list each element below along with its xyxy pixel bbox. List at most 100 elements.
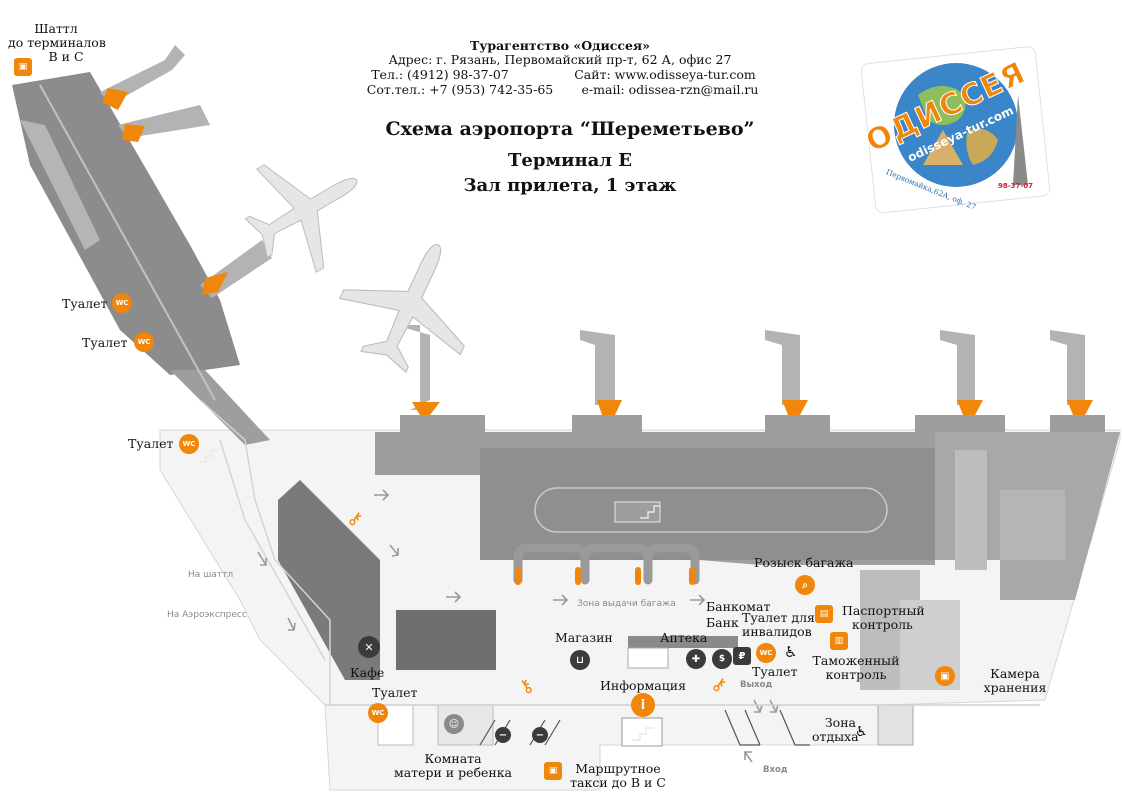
taxi-line2: такси до В и С [570, 775, 666, 790]
pharmacy-counter [628, 636, 738, 648]
diagonal-pier-side [20, 120, 100, 250]
baggage-search-icon: ⌕ [795, 575, 815, 595]
no-entry-icon: − [495, 727, 511, 743]
storage-line2: хранения [983, 680, 1047, 695]
wc-icon: WC [134, 332, 154, 352]
baggage-search-label: Розыск багажа [754, 555, 854, 570]
cafe-label: Кафе [350, 665, 385, 680]
agency-site: Сайт: www.odisseya-tur.com [574, 67, 756, 82]
entrance-label: Вход [763, 765, 788, 775]
rest-line2: отдыха [812, 729, 859, 744]
storage-icon: ▣ [935, 666, 955, 686]
toilet-label-1: Туалет [62, 296, 108, 311]
west-passage [199, 399, 331, 705]
wc-icon: WC [756, 643, 776, 663]
pharmacy-label: Аптека [660, 630, 708, 645]
bank-label: Банк [706, 615, 739, 630]
carousel-markers [515, 567, 695, 585]
plane-2 [322, 216, 499, 391]
bus-icon: ▣ [544, 762, 562, 780]
rest-disabled-icon: ♿ [855, 724, 868, 740]
shop-label: Магазин [555, 630, 613, 645]
wc-icon: WC [179, 434, 199, 454]
agency-mobile: Сот.тел.: +7 (953) 742-35-65 [366, 82, 554, 97]
wc-icon: WC [368, 703, 388, 723]
agency-phone: Тел.: (4912) 98-37-07 [371, 67, 509, 82]
toilet-label-2: Туалет [82, 335, 128, 350]
diagonal-pier [12, 72, 240, 375]
escalator-block [614, 501, 661, 523]
mother-line2: матери и ребенка [393, 765, 513, 780]
baggage-zone-label: Зона выдачи багажа [577, 599, 676, 609]
cafe-icon: ✕ [358, 636, 380, 658]
taxi-line1: Маршрутное [575, 761, 661, 776]
passport-icon: ▤ [815, 605, 833, 623]
reclaim-belt-loop [534, 487, 888, 533]
info-label: Информация [600, 678, 686, 693]
carousels [513, 543, 700, 585]
toilet-label-3: Туалет [128, 436, 174, 451]
info-escalator [621, 717, 663, 747]
no-entry-icon: − [532, 727, 548, 743]
exit-label: Выход [740, 680, 773, 690]
shuttle-line3: В и С [48, 49, 84, 64]
customs-label: Таможенный контроль [808, 654, 904, 682]
shuttle-label: Шаттл до терминалов В и С [8, 21, 106, 64]
rest-line1: Зона [824, 715, 856, 730]
pharmacy-icon: ✚ [686, 649, 706, 669]
storage-line1: Камера [990, 666, 1040, 681]
toilet-disabled-line1: Туалет для [742, 610, 815, 625]
exit-barriers [479, 709, 810, 746]
shop-basket-icon: ⊔ [570, 650, 590, 670]
customs-line1: Таможенный [812, 653, 900, 668]
passport-line2: контроль [852, 617, 913, 632]
toilet-disabled-label: Туалет для инвалидов [742, 611, 815, 639]
passport-line1: Паспортный [842, 603, 925, 618]
shop-block [396, 610, 496, 670]
pier-gates [100, 45, 272, 298]
wc-icon: WC [112, 293, 132, 313]
toilet-label-5: Туалет [752, 664, 798, 679]
flow-arrows [257, 489, 779, 763]
west-passage-2 [219, 439, 326, 661]
passport-label: Паспортный контроль [842, 604, 925, 632]
to-aeroexpress-label: На Аэроэкспресс [167, 610, 247, 620]
customs-icon: ▥ [830, 632, 848, 650]
west-wall [278, 480, 380, 680]
terminal-title: Терминал Е [508, 150, 632, 171]
storage-label: Камера хранения [975, 667, 1055, 695]
agency-logo: ОДИССЕЯ odisseya-tur.com Первомайка,62А,… [848, 35, 1058, 215]
info-icon: i [631, 693, 655, 717]
right-block-2 [1000, 490, 1065, 560]
atm-icon: ₽ [733, 647, 751, 665]
shuttle-bus-icon: ▣ [14, 58, 32, 76]
rest-label: Зона отдыха [812, 715, 859, 744]
bank-icon: $ [712, 649, 732, 669]
services-block [627, 647, 669, 669]
logo-phone: 98-37-07 [998, 182, 1034, 190]
pier-centerline [39, 84, 216, 401]
agency-email: e-mail: odissea-rzn@mail.ru [581, 82, 759, 97]
pier-corridor [170, 370, 270, 445]
reclaim-area [480, 448, 940, 560]
customs-line2: контроль [825, 667, 887, 682]
agency-address: Адрес: г. Рязань, Первомайский пр-т, 62 … [388, 52, 732, 67]
mother-child-icon: ☺ [444, 714, 464, 734]
toilet-disabled-line2: инвалидов [742, 624, 812, 639]
escalator-icons [200, 449, 660, 741]
to-shuttle-label: На шаттл [188, 570, 234, 580]
shuttle-line2: до терминалов [8, 35, 106, 50]
mother-room-label: Комната матери и ребенка [388, 752, 518, 780]
shuttle-title: Шаттл [34, 21, 78, 36]
page-title: Схема аэропорта “Шереметьево” [385, 118, 755, 140]
disabled-icon: ♿ [784, 643, 798, 661]
mother-line1: Комната [424, 751, 482, 766]
taxi-label: Маршрутное такси до В и С [563, 762, 673, 790]
atm-label: Банкомат [706, 599, 771, 614]
rest-zone [877, 704, 914, 746]
toilet-label-4: Туалет [372, 685, 418, 700]
right-block-1 [955, 450, 987, 570]
agency-name: Турагентство «Одиссея» [470, 38, 650, 53]
